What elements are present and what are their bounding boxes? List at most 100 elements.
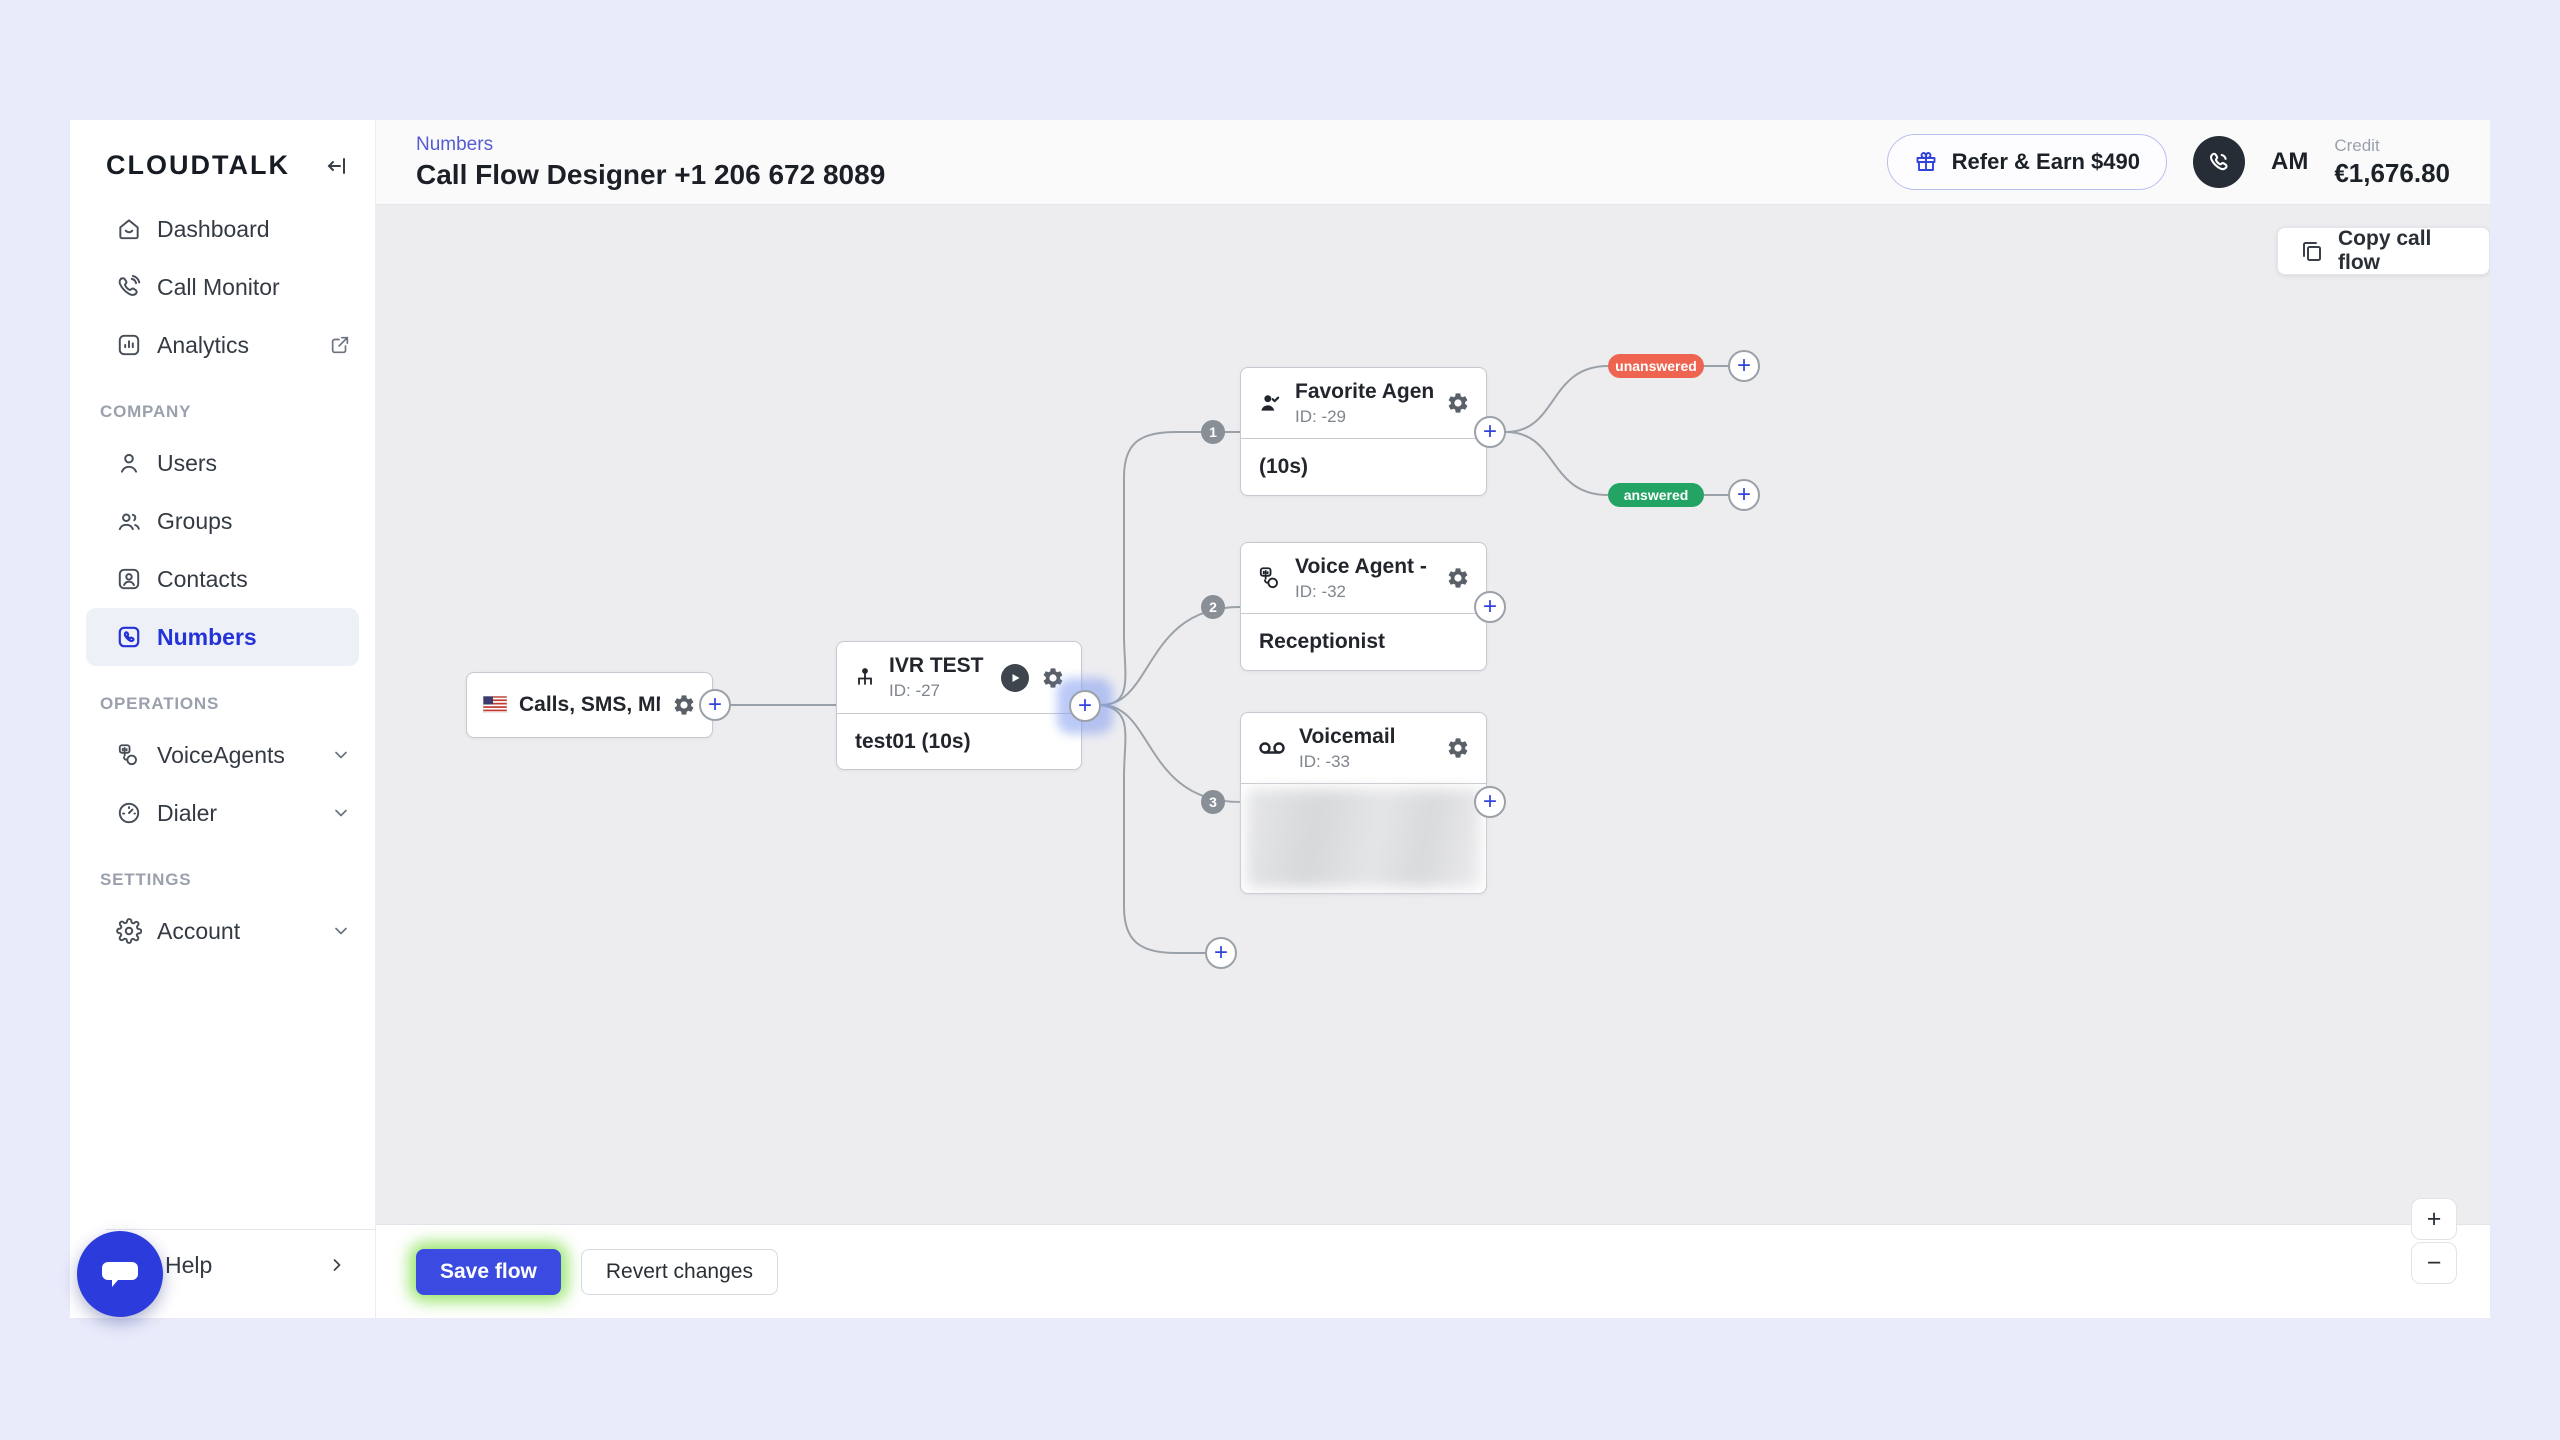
add-step-button[interactable]: +: [1474, 591, 1506, 623]
sidebar-item-account[interactable]: Account: [70, 902, 375, 960]
add-step-button[interactable]: +: [1728, 479, 1760, 511]
user-avatar-initials[interactable]: AM: [2271, 148, 2309, 175]
node-settings-gear-icon[interactable]: [1446, 566, 1470, 590]
chevron-right-icon: [327, 1255, 347, 1275]
voice-agent-icon: [1257, 565, 1283, 591]
branch-number-badge: 3: [1201, 790, 1225, 814]
collapse-sidebar-icon[interactable]: [325, 154, 349, 178]
sidebar-item-label: Groups: [157, 507, 233, 534]
phone-icon: [2206, 149, 2232, 175]
home-icon: [115, 216, 142, 243]
flow-node-incoming[interactable]: Calls, SMS, MMS: [466, 672, 713, 738]
chevron-down-icon: [331, 803, 351, 823]
branch-number-badge: 1: [1201, 420, 1225, 444]
sidebar-item-help[interactable]: Help: [70, 1236, 375, 1294]
sidebar-item-numbers[interactable]: Numbers: [86, 608, 359, 666]
sidebar-item-label: Contacts: [157, 565, 248, 592]
sidebar-item-contacts[interactable]: Contacts: [70, 550, 375, 608]
unanswered-badge: unanswered: [1608, 354, 1704, 378]
gear-icon: [115, 918, 142, 945]
bar-chart-icon: [115, 332, 142, 359]
canvas-zoom-controls: + −: [2411, 1198, 2457, 1284]
zoom-in-button[interactable]: +: [2411, 1198, 2457, 1240]
node-settings-gear-icon[interactable]: [1446, 736, 1470, 760]
dialer-phone-button[interactable]: [2193, 136, 2245, 188]
node-settings-gear-icon[interactable]: [672, 693, 696, 717]
node-body-blurred-content: [1241, 783, 1486, 893]
sidebar-item-voiceagents[interactable]: VoiceAgents: [70, 726, 375, 784]
sidebar: CLOUDTALK Dashboard Call Monitor: [70, 120, 376, 1318]
sidebar-item-users[interactable]: Users: [70, 434, 375, 492]
user-icon: [115, 450, 142, 477]
copy-call-flow-button[interactable]: Copy call flow: [2277, 227, 2490, 275]
gift-icon: [1914, 150, 1938, 174]
branch-number-badge: 2: [1201, 595, 1225, 619]
flow-node-ivr[interactable]: IVR TEST - FAQs ID: -27 test01 (10s): [836, 641, 1082, 770]
sidebar-item-label: Dashboard: [157, 215, 270, 242]
cloudtalk-logo: CLOUDTALK: [106, 150, 290, 180]
node-title: Favorite Agent - Joh: [1295, 379, 1434, 403]
zoom-out-button[interactable]: −: [2411, 1242, 2457, 1284]
sidebar-item-call-monitor[interactable]: Call Monitor: [70, 258, 375, 316]
add-step-button[interactable]: +: [1205, 937, 1237, 969]
copy-icon: [2300, 239, 2324, 263]
node-body-label: test01 (10s): [837, 713, 1081, 769]
voicemail-icon: [1257, 737, 1287, 759]
credit-value: €1,676.80: [2334, 157, 2450, 188]
phone-wave-icon: [115, 274, 142, 301]
node-title: Voice Agent - Recept: [1295, 554, 1434, 578]
voice-agent-icon: [115, 742, 142, 769]
sidebar-item-dashboard[interactable]: Dashboard: [70, 200, 375, 258]
sidebar-item-label: VoiceAgents: [157, 741, 285, 768]
sidebar-item-label: Account: [157, 917, 241, 944]
call-flow-canvas[interactable]: Copy call flow Calls, SMS, MMS: [376, 205, 2490, 1224]
flow-node-voicemail[interactable]: Voicemail ID: -33: [1240, 712, 1487, 894]
save-flow-button[interactable]: Save flow: [416, 1248, 561, 1295]
sidebar-item-label: Dialer: [157, 799, 218, 826]
refer-earn-label: Refer & Earn $490: [1951, 149, 2140, 174]
gauge-icon: [115, 800, 142, 827]
node-settings-gear-icon[interactable]: [1041, 666, 1065, 690]
breadcrumb[interactable]: Numbers: [416, 133, 494, 155]
sidebar-item-dialer[interactable]: Dialer: [70, 784, 375, 842]
flow-node-favorite-agent[interactable]: Favorite Agent - Joh ID: -29 (10s): [1240, 367, 1487, 496]
node-settings-gear-icon[interactable]: [1446, 391, 1470, 415]
section-title-operations: OPERATIONS: [100, 694, 220, 713]
add-step-button[interactable]: +: [1474, 786, 1506, 818]
play-preview-button[interactable]: [1001, 663, 1029, 692]
ivr-tree-icon: [853, 666, 877, 690]
add-step-button[interactable]: +: [699, 689, 731, 721]
section-title-company: COMPANY: [100, 402, 192, 421]
sidebar-item-analytics[interactable]: Analytics: [70, 316, 375, 374]
add-step-button[interactable]: +: [1728, 350, 1760, 382]
chat-widget-button[interactable]: [77, 1231, 163, 1317]
help-label: Help: [165, 1251, 213, 1278]
page-header: Numbers Call Flow Designer +1 206 672 80…: [376, 120, 2490, 205]
node-title: Voicemail: [1299, 724, 1396, 748]
phone-square-icon: [115, 624, 142, 651]
flow-node-voice-agent[interactable]: Voice Agent - Recept ID: -32 Receptionis…: [1240, 542, 1487, 671]
contact-card-icon: [115, 566, 142, 593]
copy-call-flow-label: Copy call flow: [2338, 227, 2432, 274]
revert-changes-button[interactable]: Revert changes: [580, 1248, 778, 1295]
sidebar-item-label: Call Monitor: [157, 273, 280, 300]
agent-check-icon: [1257, 390, 1283, 416]
node-body-label: (10s): [1241, 438, 1486, 495]
node-title: Calls, SMS, MMS: [519, 692, 660, 716]
sidebar-item-label: Numbers: [157, 623, 257, 650]
add-step-button-ivr[interactable]: +: [1069, 690, 1101, 722]
sidebar-nav: Dashboard Call Monitor Analytics COMPANY: [70, 200, 375, 960]
speech-bubble-icon: [98, 1254, 142, 1294]
external-link-icon: [329, 334, 351, 356]
credit-label: Credit: [2334, 135, 2380, 155]
bottom-action-bar: Save flow Revert changes: [376, 1224, 2490, 1318]
chevron-down-icon: [331, 745, 351, 765]
page-title: Call Flow Designer +1 206 672 8089: [416, 158, 886, 190]
main-area: Numbers Call Flow Designer +1 206 672 80…: [376, 120, 2490, 1318]
sidebar-item-groups[interactable]: Groups: [70, 492, 375, 550]
node-id: ID: -27: [889, 681, 941, 700]
us-flag-icon: [483, 696, 507, 713]
app-window: CLOUDTALK Dashboard Call Monitor: [70, 120, 2490, 1318]
add-step-button[interactable]: +: [1474, 416, 1506, 448]
refer-earn-button[interactable]: Refer & Earn $490: [1886, 134, 2167, 190]
